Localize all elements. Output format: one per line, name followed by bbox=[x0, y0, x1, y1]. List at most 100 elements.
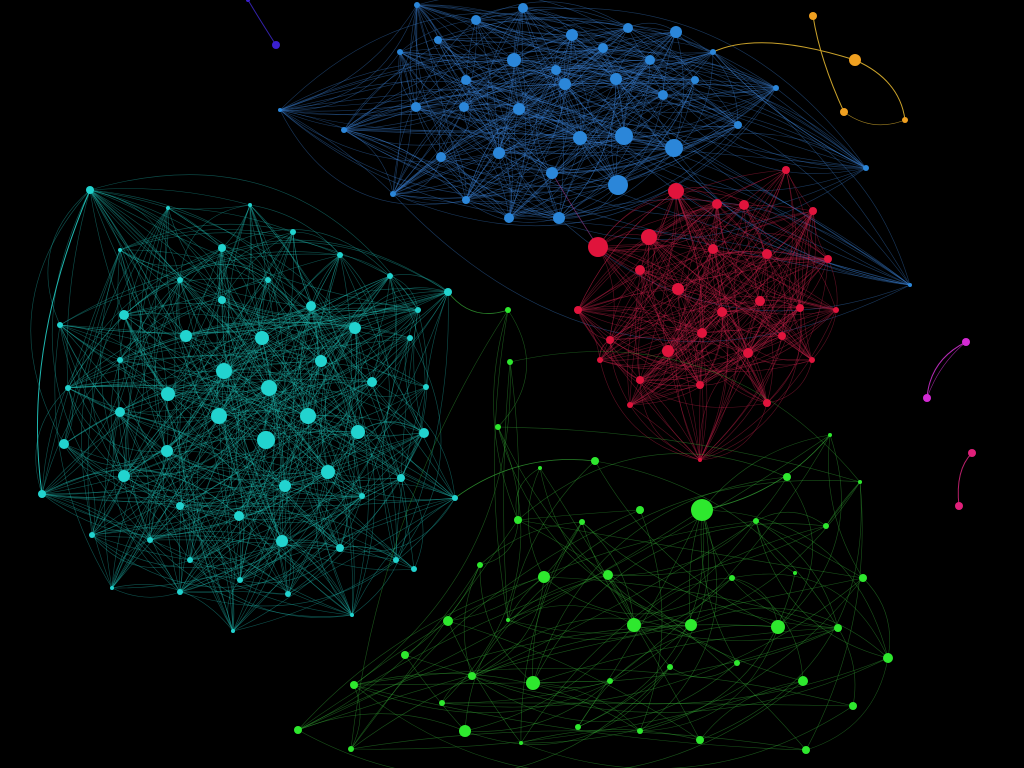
red-cluster-edge bbox=[635, 236, 650, 381]
blue-cluster-edge bbox=[392, 51, 714, 195]
red-cluster-edge bbox=[648, 236, 701, 461]
blue-cluster-edge bbox=[564, 40, 714, 85]
cyan-cluster-edge bbox=[179, 279, 240, 561]
cyan-cluster-edge bbox=[218, 415, 363, 497]
cyan-cluster-edge bbox=[179, 279, 283, 542]
cyan-cluster-edge bbox=[287, 495, 363, 595]
blue-cluster-edge bbox=[437, 39, 560, 219]
cyan-cluster-edge bbox=[249, 204, 415, 570]
red-cluster-edge bbox=[639, 169, 787, 381]
blue-cluster-edge bbox=[579, 137, 911, 286]
cyan-cluster-edge bbox=[223, 279, 269, 372]
cyan-cluster-edge bbox=[179, 505, 235, 632]
green-cluster-edge bbox=[517, 519, 807, 751]
cyan-cluster-edge bbox=[111, 337, 263, 589]
blue-cluster-edge bbox=[399, 19, 477, 53]
blue-cluster-edge bbox=[508, 59, 651, 219]
red-cluster-edge bbox=[675, 190, 837, 311]
red-cluster-edge bbox=[597, 203, 718, 252]
cyan-cluster-edge bbox=[371, 275, 397, 383]
blue-cluster-edge bbox=[279, 12, 651, 111]
red-cluster-edge bbox=[577, 309, 813, 373]
red-cluster-edge bbox=[629, 350, 669, 406]
red-cluster-edge bbox=[610, 269, 641, 406]
red-cluster-edge bbox=[597, 246, 768, 281]
red-cluster-edge bbox=[675, 248, 714, 461]
blue-cluster-edge bbox=[279, 60, 675, 149]
cyan-cluster-edge bbox=[41, 373, 373, 495]
cyan-cluster-node bbox=[119, 310, 129, 320]
blue-cluster-edge bbox=[343, 129, 911, 286]
cyan-cluster-edge bbox=[218, 410, 359, 433]
blue-cluster-node bbox=[610, 73, 622, 85]
cyan-cluster-edge bbox=[112, 411, 181, 593]
cyan-cluster-edge bbox=[166, 204, 252, 452]
red-cluster-edge bbox=[747, 210, 817, 354]
red-cluster-edge bbox=[648, 203, 745, 238]
red-cluster-edge bbox=[639, 379, 701, 387]
red-cluster-edge bbox=[577, 309, 768, 408]
red-cluster-edge bbox=[577, 309, 701, 386]
red-cluster-edge bbox=[648, 204, 745, 238]
cyan-cluster-edge bbox=[162, 393, 181, 593]
blue-cluster-edge bbox=[440, 34, 573, 158]
cyan-cluster-edge bbox=[67, 291, 449, 389]
blue-cluster-edge bbox=[415, 106, 467, 201]
cyan-cluster-edge bbox=[123, 475, 182, 593]
red-cluster-edge bbox=[577, 308, 768, 404]
cyan-cluster-edge bbox=[223, 370, 415, 570]
cyan-cluster-node bbox=[279, 480, 291, 492]
red-cluster-node bbox=[606, 336, 614, 344]
cyan-cluster-edge bbox=[59, 324, 169, 395]
cyan-cluster-node bbox=[276, 535, 288, 547]
cyan-cluster-node bbox=[166, 206, 170, 210]
green-cluster-edge bbox=[825, 481, 861, 527]
red-cluster-edge bbox=[699, 309, 837, 386]
cyan-cluster-edge bbox=[36, 189, 91, 495]
cyan-cluster-edge bbox=[221, 231, 294, 301]
green-cluster-edge bbox=[471, 576, 545, 677]
red-cluster-edge bbox=[599, 332, 703, 361]
blue-cluster-edge bbox=[399, 51, 465, 108]
cyan-cluster-edge bbox=[218, 291, 449, 417]
red-cluster-edge bbox=[648, 236, 837, 311]
red-cluster-edge bbox=[699, 204, 745, 334]
blue-cluster-edge bbox=[343, 129, 394, 195]
cyan-cluster-edge bbox=[119, 249, 234, 632]
cyan-cluster-edge bbox=[249, 204, 356, 329]
red-cluster-edge bbox=[639, 379, 701, 387]
cyan-cluster-edge bbox=[189, 432, 425, 561]
blue-cluster-edge bbox=[555, 31, 677, 77]
cyan-cluster-edge bbox=[119, 337, 411, 361]
red-cluster-edge bbox=[599, 203, 718, 361]
blue-cluster-edge bbox=[416, 4, 465, 108]
cyan-cluster-edge bbox=[228, 204, 341, 549]
red-cluster-node bbox=[762, 249, 772, 259]
blue-cluster-node bbox=[459, 102, 469, 112]
cyan-cluster-edge bbox=[166, 275, 391, 452]
cyan-cluster-node bbox=[38, 490, 46, 498]
blue-cluster-edge bbox=[465, 135, 625, 201]
red-cluster-edge bbox=[599, 329, 703, 361]
cyan-cluster-node bbox=[351, 425, 365, 439]
cyan-cluster-edge bbox=[154, 247, 223, 452]
red-cluster-edge bbox=[701, 304, 801, 334]
blue-cluster-edge bbox=[513, 22, 629, 61]
blue-cluster-edge bbox=[343, 47, 604, 131]
green-cluster-node bbox=[696, 736, 704, 744]
blue-cluster-edge bbox=[522, 7, 625, 137]
blue-cluster-edge bbox=[564, 83, 664, 109]
cyan-cluster-edge bbox=[123, 242, 449, 316]
red-cluster-edge bbox=[577, 210, 814, 318]
blue-cluster-edge bbox=[398, 51, 417, 108]
cyan-cluster-edge bbox=[218, 231, 294, 417]
red-cluster-edge bbox=[675, 190, 837, 311]
cyan-cluster-edge bbox=[178, 247, 223, 561]
blue-cluster-edge bbox=[463, 106, 911, 286]
blue-cluster-edge bbox=[415, 34, 573, 108]
blue-cluster-edge bbox=[465, 79, 867, 169]
green-cluster-edge bbox=[441, 702, 854, 707]
blue-cluster-edge bbox=[615, 78, 911, 286]
blue-cluster-edge bbox=[498, 7, 524, 154]
cyan-cluster-edge bbox=[63, 360, 322, 445]
